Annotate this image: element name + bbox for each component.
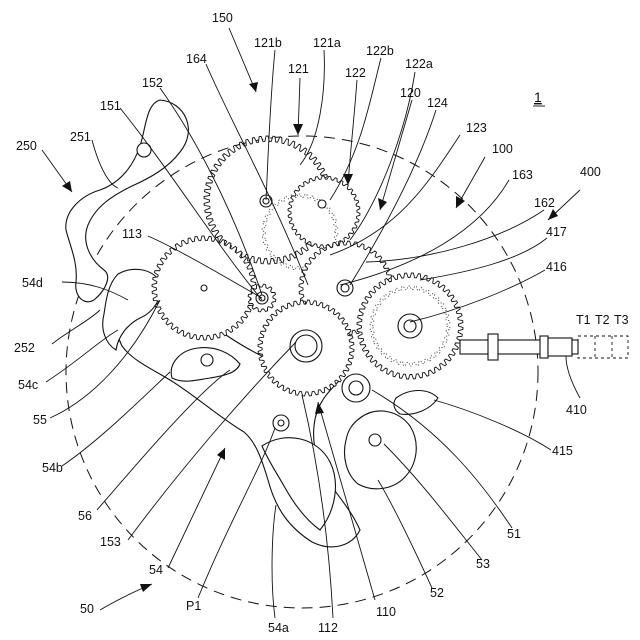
label-163: 163	[512, 168, 533, 182]
label-121b: 121b	[254, 36, 282, 50]
label-55: 55	[33, 413, 47, 427]
label-415: 415	[552, 444, 573, 458]
arbor-113	[201, 285, 207, 291]
label-123: 123	[466, 121, 487, 135]
label-400: 400	[580, 165, 601, 179]
arbor-122	[318, 200, 326, 208]
label-152: 152	[142, 76, 163, 90]
crown-stem-410	[460, 334, 628, 360]
label-54b: 54b	[42, 461, 63, 475]
label-122: 122	[345, 66, 366, 80]
label-54: 54	[149, 563, 163, 577]
label-54a: 54a	[268, 621, 289, 635]
lever-52	[345, 411, 417, 489]
arbor-112-bore	[295, 335, 317, 357]
label-54c: 54c	[18, 378, 38, 392]
stem-position-zone	[578, 336, 628, 358]
label-124: 124	[427, 96, 448, 110]
label-122a: 122a	[405, 57, 433, 71]
label-252: 252	[14, 341, 35, 355]
label-54d: 54d	[22, 276, 43, 290]
label-150: 150	[212, 11, 233, 25]
label-100: 100	[492, 142, 513, 156]
spring-415	[394, 391, 438, 415]
label-p1: P1	[186, 599, 201, 613]
label-416: 416	[546, 260, 567, 274]
label-t1: T1	[576, 313, 591, 327]
label-410: 410	[566, 403, 587, 417]
label-162: 162	[534, 196, 555, 210]
label-120: 120	[400, 86, 421, 100]
arbor-110-bore	[349, 381, 363, 395]
label-122b: 122b	[366, 44, 394, 58]
label-56: 56	[78, 509, 92, 523]
label-417: 417	[546, 225, 567, 239]
figure-number: 1	[534, 89, 542, 105]
label-251: 251	[70, 130, 91, 144]
lever-56-pivot	[201, 354, 213, 366]
label-151: 151	[100, 99, 121, 113]
label-112: 112	[318, 621, 338, 635]
label-t3: T3	[614, 313, 629, 327]
lever-52-pivot	[369, 434, 381, 446]
label-164: 164	[186, 52, 207, 66]
label-250: 250	[16, 139, 37, 153]
label-110: 110	[376, 605, 396, 619]
label-52: 52	[430, 586, 444, 600]
arbor-120-bore	[341, 284, 349, 292]
label-153: 153	[100, 535, 121, 549]
label-53: 53	[476, 557, 490, 571]
label-50: 50	[80, 602, 94, 616]
label-121a: 121a	[313, 36, 341, 50]
pivot-p1-hole	[278, 420, 284, 426]
label-113: 113	[122, 227, 142, 241]
label-t2: T2	[595, 313, 610, 327]
label-121: 121	[288, 62, 309, 76]
label-51: 51	[507, 527, 521, 541]
